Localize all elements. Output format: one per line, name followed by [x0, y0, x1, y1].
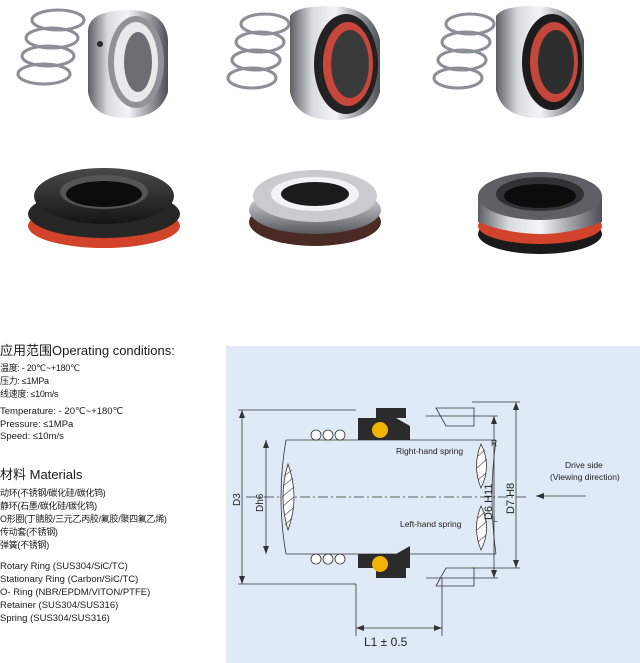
seal-photo-2: [226, 6, 380, 120]
materials-cn-line-2: 静环(石墨/碳化硅/碳化钨): [0, 501, 97, 511]
materials-en-line-2: Stationary Ring (Carbon/SiC/TC): [0, 574, 139, 585]
materials-en-line-3: O- Ring (NBR/EPDM/VITON/PTFE): [0, 587, 151, 598]
operating-conditions-title: 应用范围Operating conditions:: [0, 343, 175, 358]
right-hand-spring-label: Right-hand spring: [396, 446, 463, 456]
dh6-dimension-label: Dh6: [255, 493, 266, 512]
seal-cross-section-drawing: Right-hand spring Left-hand spring R L D…: [232, 401, 620, 649]
operating-en-line-3: Speed: ≤10m/s: [0, 431, 64, 442]
operating-cn-line-3: 线速度: ≤10m/s: [0, 389, 59, 399]
materials-en-line-1: Rotary Ring (SUS304/SiC/TC): [0, 561, 128, 572]
materials-cn-line-4: 传动套(不锈钢): [0, 527, 58, 537]
materials-cn-line-3: O形圈(丁腈胶/三元乙丙胶/氟胶/聚四氟乙烯): [0, 514, 167, 524]
stationary-ring-photo-2: [249, 170, 381, 246]
seal-photo-3: [432, 6, 584, 118]
left-hand-spring-label: Left-hand spring: [400, 519, 462, 529]
d6h11-dimension-label: D6 H11: [483, 484, 495, 520]
r-label: R: [491, 438, 497, 448]
operating-en-line-2: Pressure: ≤1MPa: [0, 419, 74, 430]
stationary-ring-photo-3: [478, 172, 602, 254]
drive-side-label: Drive side: [565, 460, 603, 470]
materials-cn-line-5: 弹簧(不锈钢): [0, 540, 49, 550]
operating-cn-line-1: 温度: - 20℃~+180℃: [0, 363, 80, 373]
stationary-ring-photo-1: [28, 168, 180, 248]
materials-title: 材料 Materials: [0, 467, 83, 482]
viewing-direction-label: (Viewing direction): [550, 472, 620, 482]
materials-en-line-4: Retainer (SUS304/SUS316): [0, 600, 119, 611]
seal-photo-1: [16, 8, 168, 118]
product-photos: [16, 6, 602, 254]
l-label: L: [493, 514, 498, 524]
technical-drawing-panel: Right-hand spring Left-hand spring R L D…: [226, 346, 640, 663]
operating-en-line-1: Temperature: - 20℃~+180℃: [0, 406, 124, 417]
materials-cn-line-1: 动环(不锈钢/碳化硅/碳化钨): [0, 488, 106, 498]
materials-en-line-5: Spring (SUS304/SUS316): [0, 613, 110, 624]
d3-dimension-label: D3: [232, 493, 243, 506]
operating-cn-line-2: 压力: ≤1MPa: [0, 376, 49, 386]
l1-dimension-label: L1 ± 0.5: [364, 635, 408, 649]
d7h8-dimension-label: D7 H8: [505, 483, 517, 514]
